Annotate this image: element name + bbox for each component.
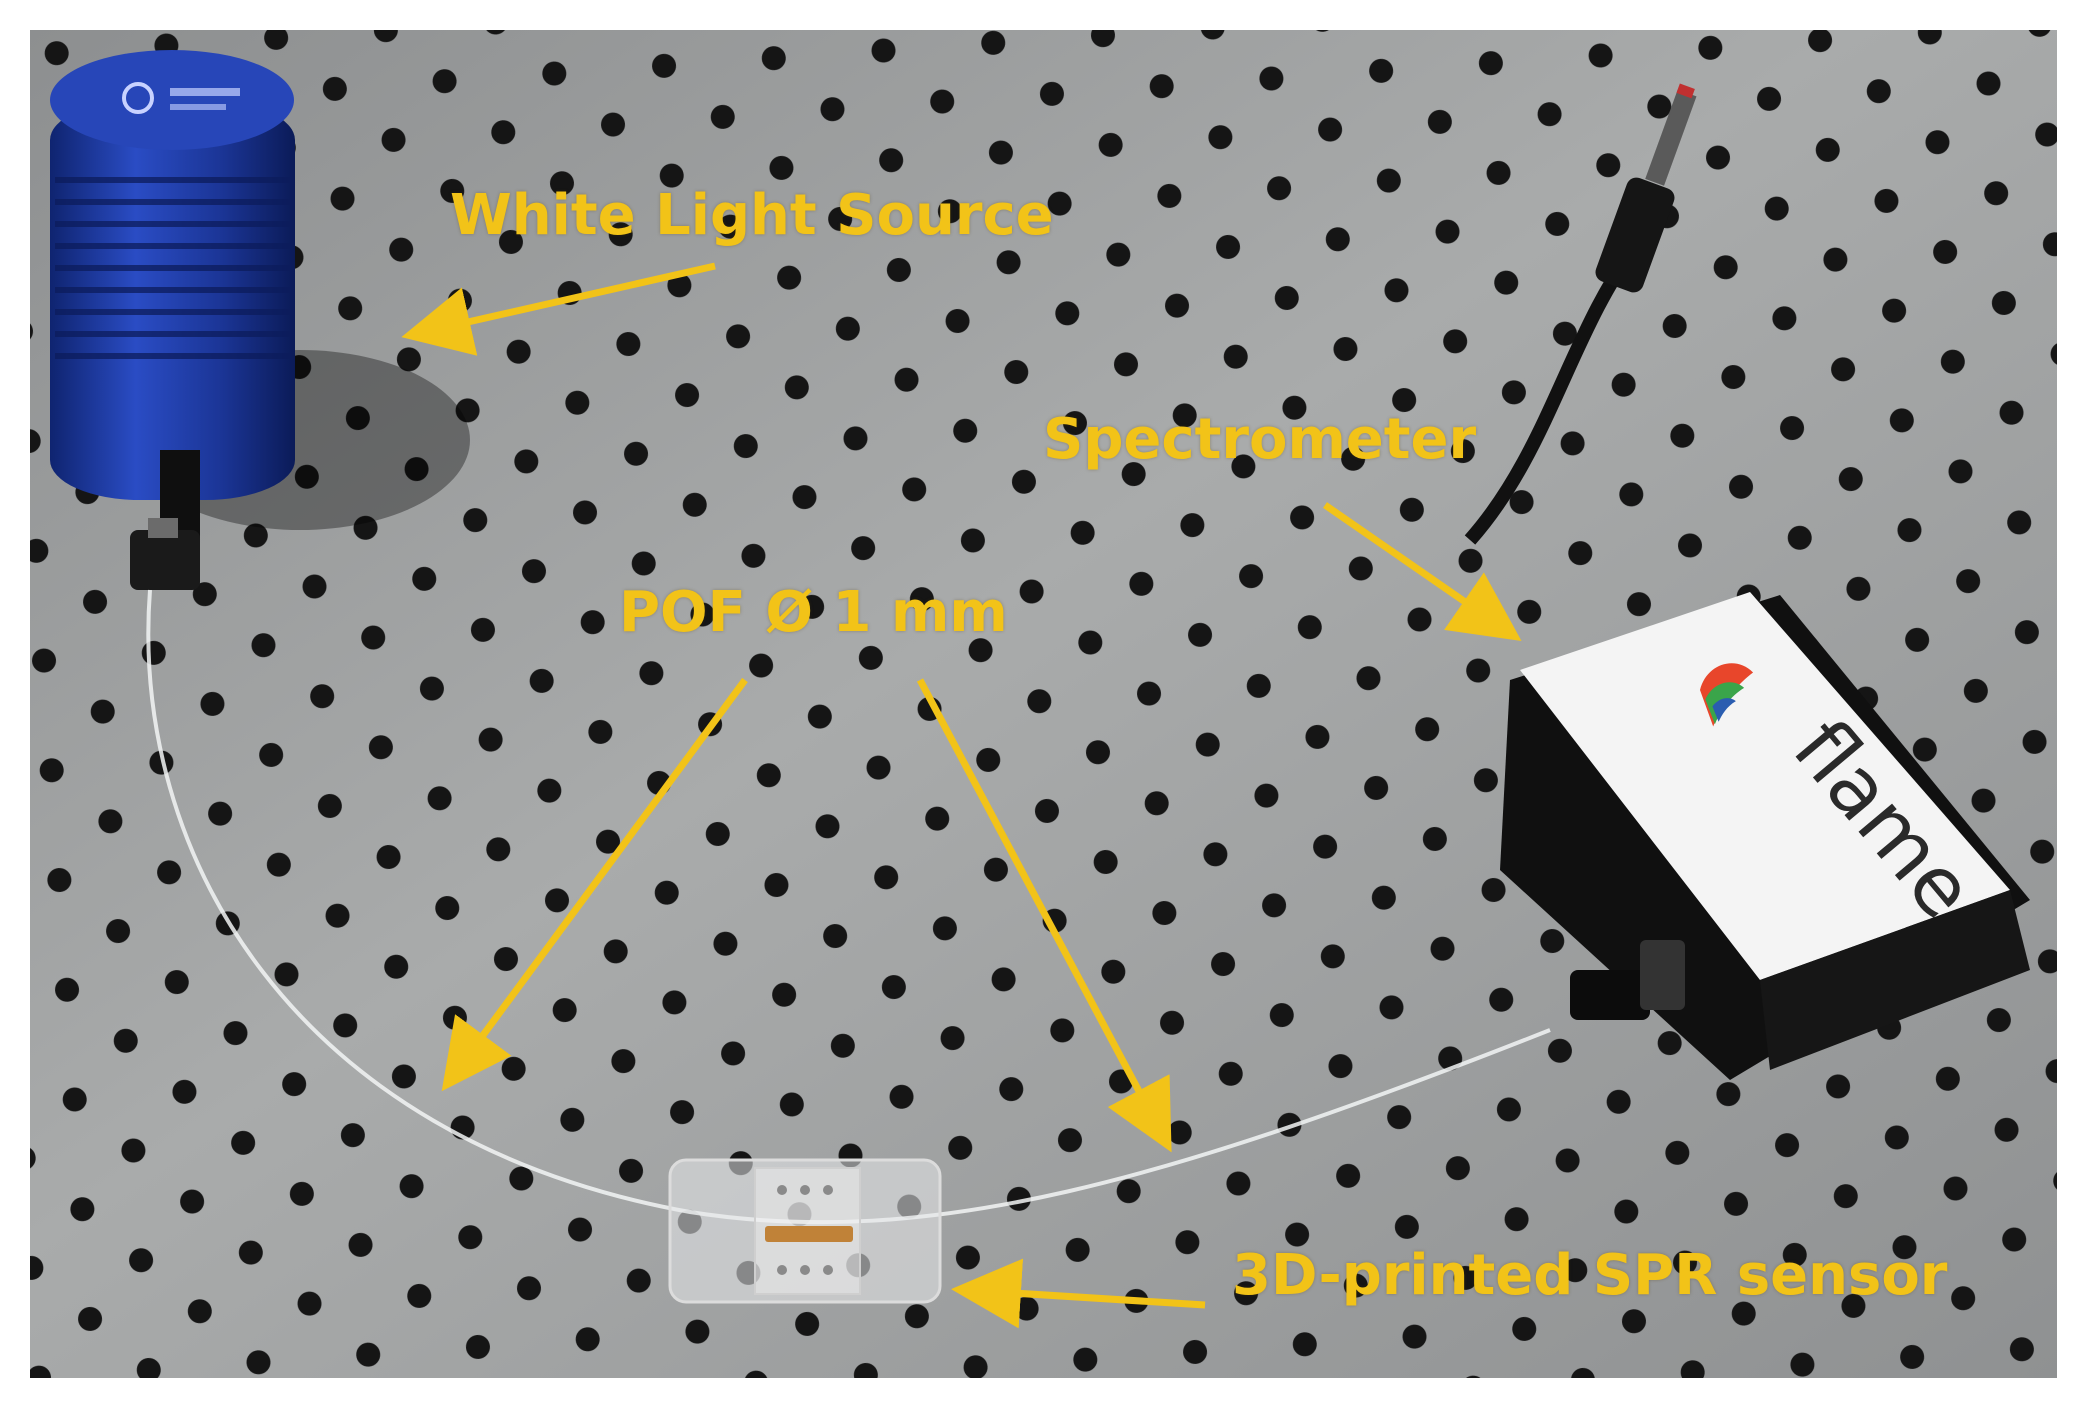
arrow-white-light-source bbox=[401, 262, 716, 356]
label-white-light-source: White Light Source bbox=[450, 183, 1054, 248]
label-spr-sensor: 3D-printed SPR sensor bbox=[1232, 1243, 1948, 1308]
annotation-arrows bbox=[401, 262, 1522, 1329]
spectrometer-device: flame bbox=[1464, 83, 2030, 1080]
arrow-pof-right bbox=[916, 678, 1172, 1153]
arrow-spr-sensor bbox=[951, 1258, 1206, 1329]
spr-sensor-device bbox=[668, 1158, 942, 1304]
white-light-source-device bbox=[50, 50, 470, 590]
photo-scene: flame bbox=[30, 30, 2057, 1378]
arrow-spectrometer bbox=[1323, 502, 1522, 641]
ocean-optics-logo-icon bbox=[122, 82, 154, 114]
arrow-pof-left bbox=[441, 677, 748, 1092]
flame-logo-icon bbox=[1700, 663, 1754, 727]
label-pof: POF Ø 1 mm bbox=[619, 580, 1008, 645]
label-spectrometer: Spectrometer bbox=[1043, 407, 1477, 472]
